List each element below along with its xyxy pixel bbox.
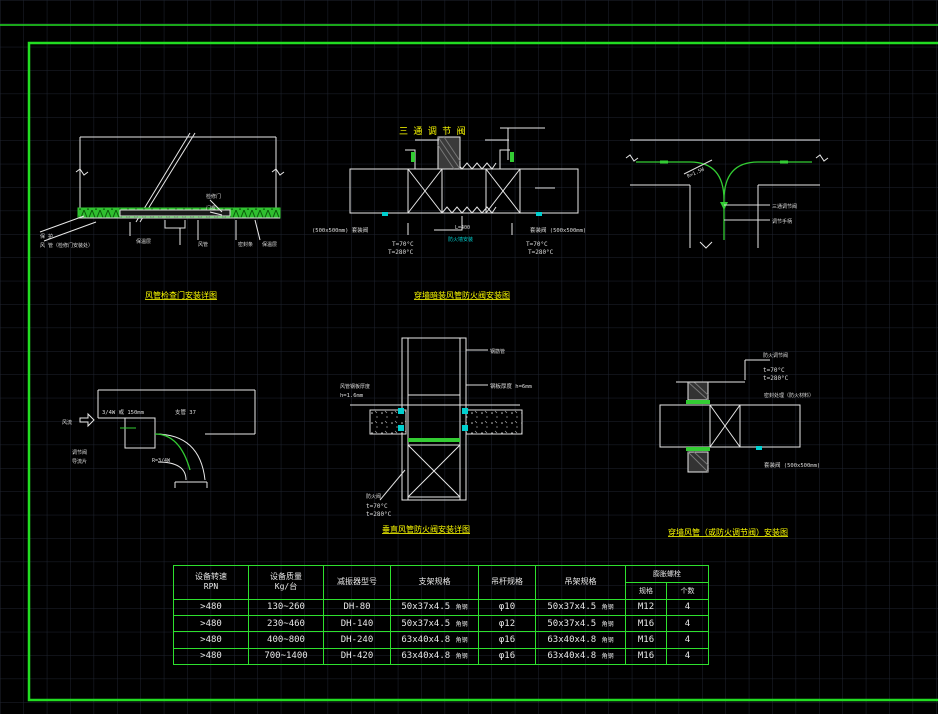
- svg-text:T=280°C: T=280°C: [388, 249, 414, 256]
- svg-text:风 管（检修门安装处）: 风 管（检修门安装处）: [40, 242, 93, 249]
- svg-text:钢筋管: 钢筋管: [490, 348, 505, 355]
- header-hanger: 吊架规格: [535, 565, 626, 600]
- title-vertical-damper: 垂直风管防火阀安装详图: [382, 524, 470, 534]
- header-isolator: 减振器型号: [323, 565, 391, 600]
- detail-tee-elbow: [625, 139, 829, 249]
- svg-text:风管钢板厚度: 风管钢板厚度: [340, 383, 370, 390]
- svg-text:支管 37: 支管 37: [175, 408, 196, 416]
- svg-text:(500x500mm) 套装阀: (500x500mm) 套装阀: [312, 226, 368, 234]
- svg-text:三通调节阀: 三通调节阀: [772, 203, 797, 210]
- svg-text:t=280°C: t=280°C: [763, 375, 789, 382]
- drawing-frame: [27, 41, 938, 702]
- svg-text:T=70°C: T=70°C: [526, 241, 548, 248]
- svg-text:R=3/4W: R=3/4W: [152, 458, 171, 464]
- svg-text:保 护: 保 护: [40, 233, 53, 240]
- svg-text:钢板厚度 h=6mm: 钢板厚度 h=6mm: [490, 382, 533, 390]
- svg-text:t=280°C: t=280°C: [366, 511, 392, 518]
- svg-text:调节手柄: 调节手柄: [772, 218, 792, 225]
- svg-text:检修门: 检修门: [206, 193, 221, 200]
- header-tee-damper: 三 通 调 节 阀: [399, 126, 466, 137]
- svg-text:L=400: L=400: [455, 225, 470, 231]
- svg-text:保温层: 保温层: [262, 241, 277, 248]
- svg-text:T=70°C: T=70°C: [392, 241, 414, 248]
- title-wall-damper: 穿墙暗装风管防火阀安装图: [414, 290, 510, 300]
- svg-text:风流: 风流: [62, 419, 72, 426]
- svg-text:防火阀: 防火阀: [366, 493, 381, 500]
- detail-vertical-damper: [350, 337, 520, 501]
- title-inspection-door: 风管检查门安装详图: [145, 290, 217, 300]
- svg-text:套装阀 (500x500mm): 套装阀 (500x500mm): [764, 461, 820, 469]
- title-wall-penetration: 穿墙风管（或防火调节阀）安装图: [668, 527, 788, 537]
- detail-wall-penetration: [659, 359, 801, 473]
- svg-text:门框: 门框: [206, 205, 216, 212]
- svg-text:t=70°C: t=70°C: [763, 367, 785, 374]
- svg-text:保温层: 保温层: [136, 238, 151, 245]
- svg-text:T=280°C: T=280°C: [528, 249, 554, 256]
- svg-text:套装阀 (500x500mm): 套装阀 (500x500mm): [530, 226, 586, 234]
- svg-text:风管: 风管: [198, 241, 208, 248]
- detail-wall-fire-damper: [349, 127, 579, 235]
- svg-text:防火调节阀: 防火调节阀: [763, 352, 788, 359]
- svg-text:密封处理（防火材料）: 密封处理（防火材料）: [764, 392, 814, 399]
- svg-text:3/4W 或 150mm: 3/4W 或 150mm: [102, 408, 145, 416]
- header-bolt: 膨胀螺栓: [625, 565, 709, 583]
- detail-inspection-door: [39, 132, 285, 245]
- detail-branch-duct: [79, 389, 256, 488]
- svg-text:导流片: 导流片: [72, 458, 87, 465]
- svg-text:调节阀: 调节阀: [72, 449, 87, 456]
- header-rod: 吊杆规格: [478, 565, 536, 600]
- svg-text:防火墙安装: 防火墙安装: [448, 236, 473, 243]
- svg-text:t=70°C: t=70°C: [366, 503, 388, 510]
- header-support: 支架规格: [390, 565, 479, 600]
- svg-text:密封条: 密封条: [238, 241, 253, 248]
- svg-text:h=1.6mm: h=1.6mm: [340, 393, 364, 399]
